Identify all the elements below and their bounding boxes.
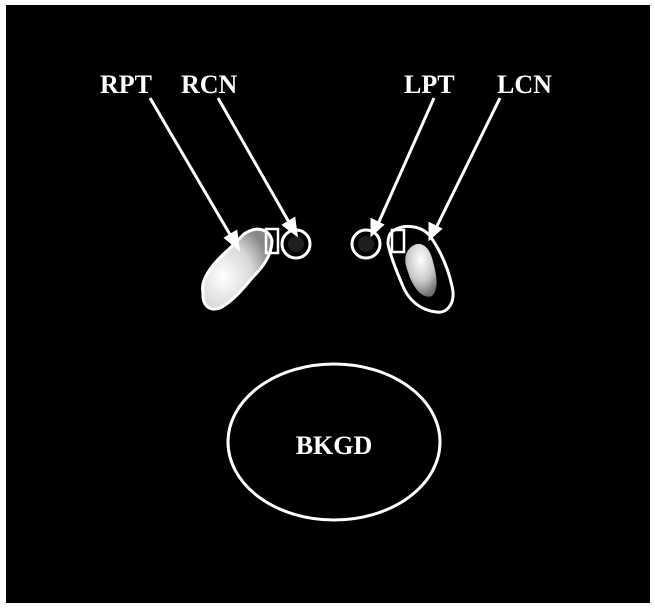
lcn-label: LCN	[497, 70, 552, 99]
lpt-label: LPT	[404, 70, 455, 99]
bkgd-label: BKGD	[296, 431, 373, 460]
rcn-uptake	[288, 236, 304, 252]
rpt-label: RPT	[100, 70, 152, 99]
lpt-uptake	[358, 236, 374, 252]
rcn-label: RCN	[181, 70, 238, 99]
